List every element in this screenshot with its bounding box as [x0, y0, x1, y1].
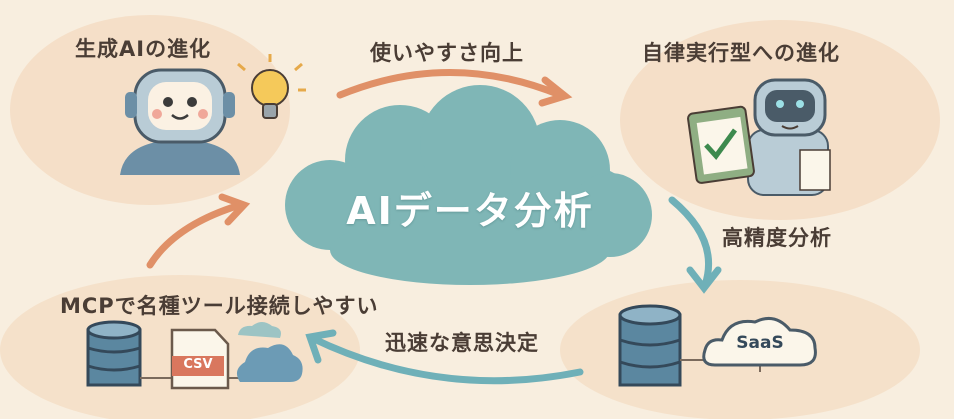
robot-clipboard-icon — [687, 78, 831, 196]
central-cloud — [285, 85, 652, 285]
label-usability: 使いやすさ向上 — [370, 41, 524, 65]
arrow-right-head — [686, 266, 722, 294]
saas-cloud-icon — [702, 316, 817, 367]
label-mcp: MCPで名種ツール接続しやすい — [60, 294, 379, 318]
label-precision: 高精度分析 — [722, 226, 832, 250]
label-decision: 迅速な意思決定 — [385, 331, 539, 355]
saas-label: SaaS — [736, 333, 784, 353]
csv-badge: CSV — [183, 357, 213, 372]
database-icon — [86, 320, 245, 387]
cloud-icon — [236, 322, 303, 382]
arrow-right — [668, 196, 712, 289]
csv-file-icon — [170, 328, 230, 390]
arrow-top — [336, 69, 564, 99]
arrow-top-head — [538, 76, 573, 107]
arrow-bottom — [308, 334, 584, 385]
lightbulb-icon — [237, 54, 306, 119]
arrow-bottom-head — [305, 329, 337, 364]
arrow-left-head — [218, 193, 251, 226]
center-title: AIデータ分析 — [346, 189, 594, 233]
database-icon — [618, 304, 761, 387]
label-autonomous: 自律実行型への進化 — [642, 41, 840, 65]
robot-icon — [120, 68, 240, 175]
label-genai-evolution: 生成AIの進化 — [75, 37, 212, 61]
arrow-left — [146, 201, 244, 269]
